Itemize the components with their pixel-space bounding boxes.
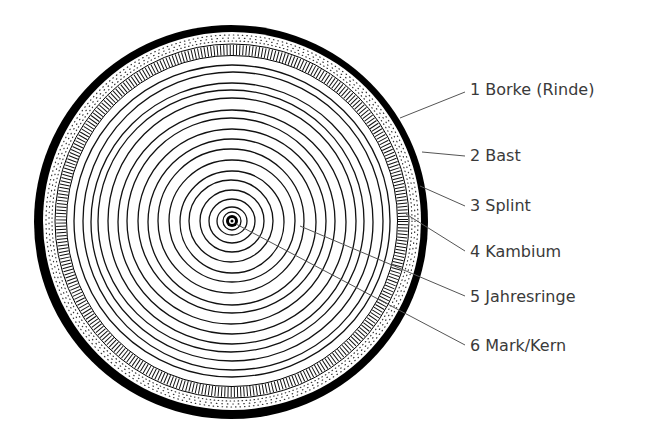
part-label: 2 Bast xyxy=(470,146,521,166)
leader-lines xyxy=(236,92,465,345)
annual-rings xyxy=(74,65,390,377)
pith-center xyxy=(229,218,235,224)
bark-ring xyxy=(34,25,428,419)
part-label: 3 Splint xyxy=(470,196,531,216)
part-label: 5 Jahresringe xyxy=(470,287,576,307)
part-label: 6 Mark/Kern xyxy=(470,336,566,356)
pith-dot xyxy=(231,220,234,223)
part-label: 1 Borke (Rinde) xyxy=(470,80,594,100)
cambium-line xyxy=(55,44,409,398)
part-label: 4 Kambium xyxy=(470,242,561,262)
bast-ground xyxy=(43,32,421,410)
bast-dots xyxy=(46,35,418,407)
ring xyxy=(67,56,398,387)
sapwood-hatch xyxy=(61,50,403,392)
pith-ring xyxy=(226,215,238,227)
